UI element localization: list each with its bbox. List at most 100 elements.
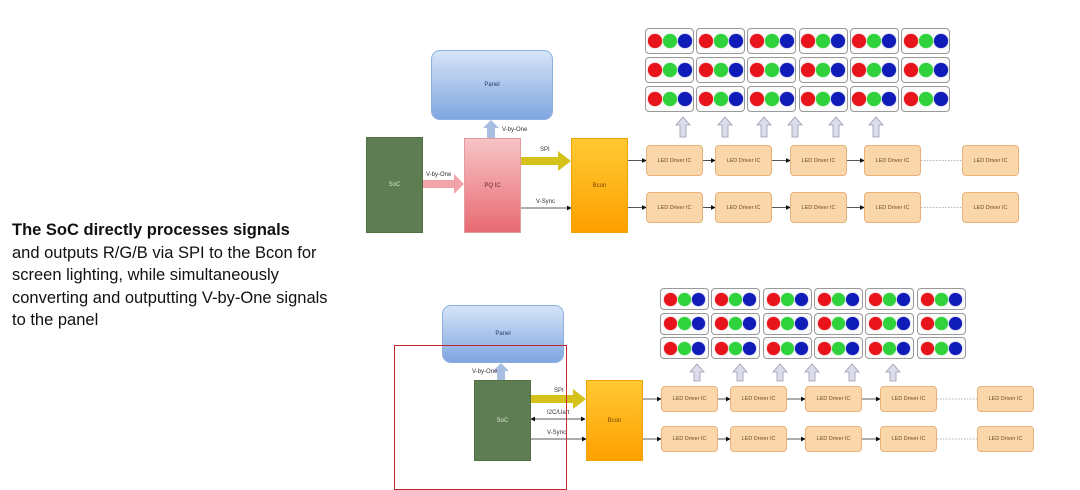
blue-led-dot — [933, 34, 948, 48]
blue-led-dot — [897, 317, 911, 330]
led-driver-ic-block: LED Driver IC — [661, 426, 718, 452]
blue-led-dot — [794, 292, 808, 306]
up-arrow-icon — [787, 116, 803, 138]
blue-led-dot — [692, 341, 705, 355]
led-pixel-group — [762, 312, 812, 335]
description-body: and outputs R/G/B via SPI to the Bcon fo… — [12, 243, 328, 330]
led-driver-ic-label: LED Driver IC — [801, 204, 836, 211]
red-led-dot — [749, 63, 764, 77]
red-led-dot — [817, 292, 831, 306]
led-driver-ic-block: LED Driver IC — [880, 386, 937, 412]
led-pixel-group — [696, 28, 746, 54]
bottom-panel-label: Panel — [495, 331, 511, 337]
led-pixel-group — [696, 57, 746, 83]
top-pqic-to-panel-arrow — [483, 120, 499, 138]
led-driver-ic-block: LED Driver IC — [864, 145, 921, 176]
led-pixel-group — [660, 288, 709, 310]
red-led-dot — [817, 341, 831, 355]
led-pixel-group — [916, 337, 966, 359]
green-led-dot — [678, 292, 691, 306]
led-pixel-group — [865, 288, 915, 310]
red-led-dot — [698, 63, 713, 77]
red-led-dot — [749, 92, 764, 106]
green-led-dot — [729, 292, 743, 306]
led-pixel-group — [762, 337, 812, 359]
red-led-dot — [749, 34, 764, 48]
led-pixel-group — [747, 28, 797, 54]
blue-led-dot — [845, 292, 859, 306]
led-driver-ic-label: LED Driver IC — [801, 157, 836, 164]
led-driver-ic-label: LED Driver IC — [875, 157, 910, 164]
blue-led-dot — [845, 341, 859, 355]
led-pixel-group — [747, 86, 797, 112]
led-pixel-group — [865, 312, 915, 335]
led-driver-ic-label: LED Driver IC — [816, 436, 851, 442]
top-bcon-block: Bcon — [571, 138, 628, 233]
led-driver-ic-block: LED Driver IC — [646, 192, 703, 223]
blue-led-dot — [677, 34, 692, 48]
red-led-dot — [715, 317, 729, 330]
led-driver-ic-label: LED Driver IC — [741, 396, 776, 402]
top-vsync-label: V-Sync — [536, 199, 556, 205]
green-led-dot — [662, 92, 677, 106]
red-led-dot — [852, 92, 867, 106]
red-led-dot — [869, 317, 883, 330]
red-led-dot — [869, 292, 883, 306]
blue-led-dot — [779, 92, 794, 106]
led-driver-ic-label: LED Driver IC — [891, 436, 926, 442]
red-led-dot — [766, 317, 780, 330]
led-driver-ic-block: LED Driver IC — [805, 386, 862, 412]
green-led-dot — [662, 63, 677, 77]
green-led-dot — [831, 292, 845, 306]
blue-led-dot — [948, 341, 962, 355]
led-driver-ic-label: LED Driver IC — [875, 204, 910, 211]
red-led-dot — [801, 92, 816, 106]
led-driver-ic-block: LED Driver IC — [715, 192, 772, 223]
led-driver-ic-block: LED Driver IC — [962, 192, 1019, 223]
top-spi-label: SPI — [540, 147, 550, 153]
led-pixel-group — [660, 312, 709, 335]
blue-led-dot — [692, 292, 705, 306]
green-led-dot — [816, 92, 831, 106]
red-led-dot — [801, 63, 816, 77]
blue-led-dot — [897, 341, 911, 355]
led-driver-ic-label: LED Driver IC — [973, 204, 1008, 211]
led-pixel-group — [711, 312, 761, 335]
blue-led-dot — [743, 292, 757, 306]
bottom-up-arrows — [689, 363, 901, 382]
top-driver-chain-lines — [628, 158, 962, 210]
green-led-dot — [867, 34, 882, 48]
bottom-soc-label: SoC — [496, 417, 509, 424]
green-led-dot — [764, 63, 779, 77]
led-driver-ic-label: LED Driver IC — [657, 204, 692, 211]
led-driver-ic-block: LED Driver IC — [977, 426, 1034, 452]
green-led-dot — [678, 341, 691, 355]
led-driver-ic-label: LED Driver IC — [816, 396, 851, 402]
led-driver-ic-block: LED Driver IC — [790, 145, 847, 176]
top-panel-label: Panel — [484, 82, 500, 88]
green-led-dot — [883, 292, 897, 306]
led-driver-ic-block: LED Driver IC — [864, 192, 921, 223]
red-led-dot — [920, 341, 934, 355]
led-driver-ic-label: LED Driver IC — [726, 157, 761, 164]
blue-led-dot — [677, 92, 692, 106]
top-bcon-label: Bcon — [592, 182, 607, 189]
led-pixel-group — [849, 57, 899, 83]
led-driver-ic-label: LED Driver IC — [891, 396, 926, 402]
led-pixel-group — [813, 312, 863, 335]
led-driver-ic-label: LED Driver IC — [726, 204, 761, 211]
red-led-dot — [903, 34, 918, 48]
green-led-dot — [883, 317, 897, 330]
blue-led-dot — [677, 63, 692, 77]
bottom-soc-block: SoC — [474, 380, 531, 461]
led-driver-ic-block: LED Driver IC — [805, 426, 862, 452]
led-driver-ic-label: LED Driver IC — [988, 396, 1023, 402]
led-driver-ic-block: LED Driver IC — [646, 145, 703, 176]
green-led-dot — [713, 92, 728, 106]
red-led-dot — [920, 292, 934, 306]
green-led-dot — [883, 341, 897, 355]
blue-led-dot — [794, 341, 808, 355]
green-led-dot — [816, 34, 831, 48]
green-led-dot — [764, 34, 779, 48]
